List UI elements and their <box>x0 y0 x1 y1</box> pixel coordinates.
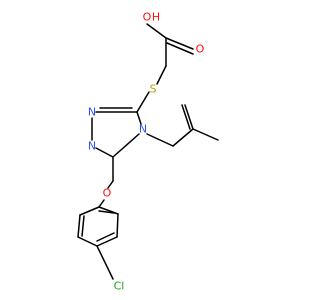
bond-line <box>166 42 194 55</box>
bond-lines <box>77 23 219 280</box>
bond-line <box>96 236 118 247</box>
bond-line <box>77 236 98 247</box>
molecule-structure: O H O S N N N O Cl <box>77 11 219 293</box>
bond-line <box>96 232 115 242</box>
atom-labels: O H O S N N N O Cl <box>88 11 205 293</box>
chlorine-label: Cl <box>114 280 125 293</box>
bond-line <box>192 128 219 141</box>
bond-line <box>96 245 114 280</box>
bond-line <box>146 23 167 39</box>
hydroxyl-hydrogen-label: H <box>152 11 160 24</box>
bond-line <box>98 206 119 215</box>
bond-line <box>107 180 114 189</box>
bond-line <box>136 91 150 113</box>
bond-line <box>181 104 191 130</box>
triazole-n1-label: N <box>88 106 96 119</box>
bond-line <box>136 111 142 125</box>
bond-line <box>156 65 167 85</box>
bond-line <box>172 128 194 147</box>
bond-line <box>95 147 114 158</box>
hydroxyl-oxygen-label: O <box>143 11 152 24</box>
bond-line <box>81 215 85 237</box>
bond-line <box>79 206 100 216</box>
bond-line <box>112 133 140 158</box>
bond-line <box>165 37 194 50</box>
sulfur-label: S <box>150 83 157 96</box>
bond-line <box>184 104 194 130</box>
bond-line <box>116 213 119 238</box>
triazole-n4-label: N <box>139 123 147 136</box>
bond-line <box>98 210 115 214</box>
triazole-n2-label: N <box>88 140 96 153</box>
carbonyl-oxygen-label: O <box>196 43 205 56</box>
bond-line <box>77 214 81 238</box>
ether-oxygen-label: O <box>103 187 112 200</box>
bond-line <box>146 133 174 147</box>
bond-line <box>98 199 105 208</box>
